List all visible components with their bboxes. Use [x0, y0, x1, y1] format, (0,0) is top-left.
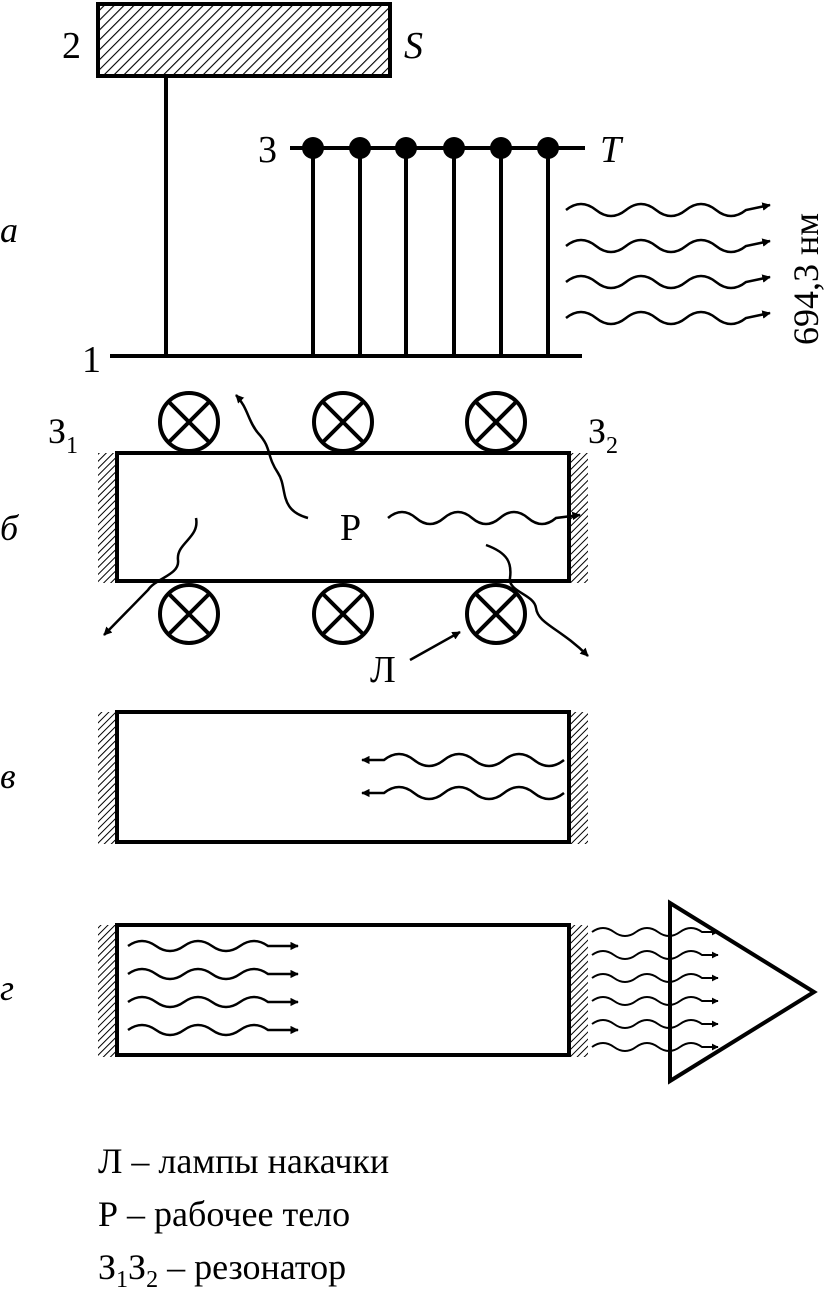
legend-item-lamps: Л – лампы накачки [98, 1135, 818, 1188]
photon-wave-arrow [127, 995, 299, 1009]
lamp-icon [312, 583, 374, 645]
band-S-label: S [404, 25, 423, 67]
panel-b-pumping: б З1 З2 Р Л [0, 391, 618, 691]
population-dot [395, 137, 417, 159]
panel-v-stimulated: в [0, 710, 588, 844]
reflected-photons [361, 752, 565, 801]
population-dot [490, 137, 512, 159]
emitted-photons [565, 202, 771, 326]
legend-symbol: З [98, 1247, 117, 1287]
legend-symbol: Р [98, 1194, 119, 1234]
legend-symbol: Л [98, 1141, 123, 1181]
photon-wave-arrow [565, 310, 771, 326]
level-1-label: 1 [82, 339, 101, 381]
population-dot [302, 137, 324, 159]
spontaneous-photons [103, 394, 589, 657]
photon-wave-arrow [565, 202, 771, 218]
photon-wave-arrow [565, 238, 771, 254]
lamp-icon [158, 583, 220, 645]
legend-item-working-body: Р – рабочее тело [98, 1188, 818, 1241]
photon-wave-arrow [361, 752, 565, 768]
photon-wave-arrow [235, 394, 309, 520]
legend: Л – лампы накачки Р – рабочее тело З1З2 … [98, 1135, 818, 1307]
mirror-right [570, 712, 588, 844]
legend-text: – лампы накачки [122, 1141, 390, 1181]
photon-wave-arrow [591, 1042, 719, 1052]
working-body-rod [115, 710, 571, 844]
photon-wave-arrow [361, 785, 565, 801]
panel-g-generation: г [0, 899, 818, 1085]
population-dot [349, 137, 371, 159]
band-T-label: T [600, 129, 624, 171]
mirror-right [570, 453, 588, 583]
photon-wave-arrow [591, 996, 719, 1006]
lamp-icon [312, 391, 374, 453]
photon-wave-arrow [591, 950, 719, 960]
amplified-photons [127, 939, 299, 1037]
panel-a-energy-levels: а 2 S 3 T 1 [0, 2, 826, 381]
panel-label-b: б [0, 508, 20, 548]
level-2-label: 2 [62, 25, 81, 67]
legend-symbol: З [128, 1247, 147, 1287]
pump-lamps [158, 391, 527, 645]
photon-wave-arrow [591, 1019, 719, 1029]
lamp-icon [465, 391, 527, 453]
photon-wave-arrow [127, 1023, 299, 1037]
photon-wave-arrow [387, 510, 581, 526]
working-body-label: Р [340, 507, 361, 549]
mirror-left [98, 453, 116, 583]
population-dot [537, 137, 559, 159]
panel-label-v: в [0, 756, 16, 796]
mirror-left [98, 712, 116, 844]
radiative-transitions [311, 148, 550, 356]
working-body-rod [115, 923, 571, 1057]
lamp-icon [158, 391, 220, 453]
photon-wave-arrow [565, 274, 771, 290]
panel-label-g: г [0, 968, 14, 1008]
mirror-left-label: З1 [48, 411, 78, 459]
level-3-label: 3 [258, 129, 277, 171]
photon-wave-arrow [591, 973, 719, 983]
level-2-band-S [96, 2, 392, 78]
mirror-right-label: З2 [588, 411, 618, 459]
output-beam-triangle [668, 899, 818, 1085]
photon-wave-arrow [591, 927, 719, 937]
photon-wave-arrow [127, 939, 299, 953]
panel-label-a: а [0, 210, 18, 250]
lamp-pointer-arrow [409, 630, 461, 662]
level-3-population-dots [302, 137, 559, 159]
photon-wave-arrow [103, 517, 198, 636]
lamp-icon [465, 583, 527, 645]
legend-subscript: 2 [146, 1267, 159, 1294]
legend-subscript: 1 [116, 1267, 129, 1294]
mirror-right [570, 925, 588, 1057]
population-dot [443, 137, 465, 159]
mirror-left [98, 925, 116, 1057]
legend-item-resonator: З1З2 – резонатор [98, 1241, 818, 1307]
photon-wave-arrow [485, 543, 589, 657]
legend-text: – резонатор [158, 1247, 347, 1287]
legend-text: – рабочее тело [118, 1194, 351, 1234]
output-beam-photons [591, 927, 719, 1052]
wavelength-label: 694,3 нм [786, 213, 826, 345]
lamp-label: Л [370, 649, 396, 691]
photon-wave-arrow [127, 967, 299, 981]
